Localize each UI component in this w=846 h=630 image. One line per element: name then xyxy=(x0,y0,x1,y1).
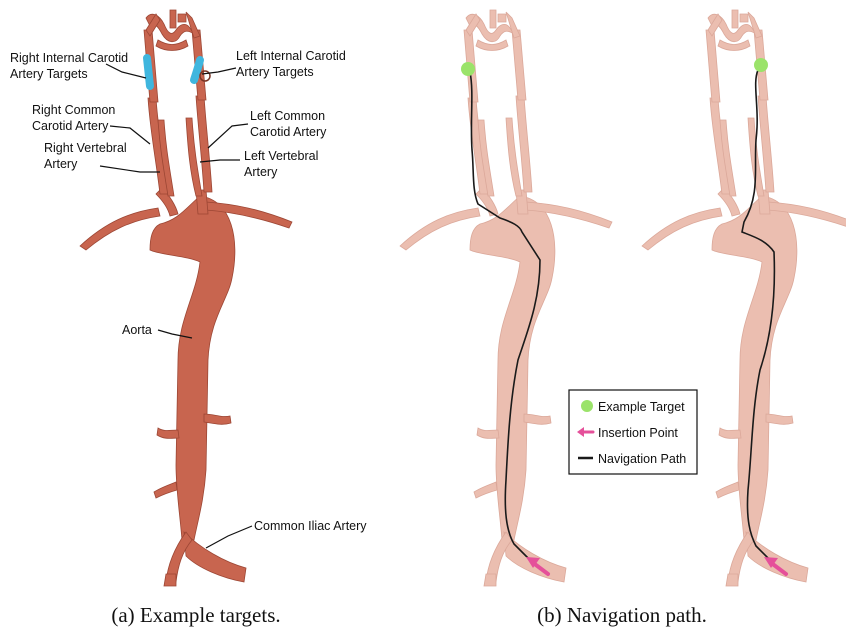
caption-b: (b) Navigation path. xyxy=(537,603,707,627)
legend-insertion-label: Insertion Point xyxy=(598,426,678,440)
label-left-cca: Left Common Carotid Artery xyxy=(250,109,329,139)
leader-iliac xyxy=(206,526,252,548)
label-right-cca: Right Common Carotid Artery xyxy=(32,103,119,133)
label-right-vert: Right Vertebral Artery xyxy=(44,141,130,171)
vessel-model-b-right xyxy=(642,10,846,586)
right-ica-target xyxy=(147,58,150,86)
panel-a: Right Internal Carotid Artery Targets Le… xyxy=(10,10,367,627)
legend-path-label: Navigation Path xyxy=(598,452,686,466)
legend-target-icon xyxy=(581,400,593,412)
label-left-vert: Left Vertebral Artery xyxy=(244,149,322,179)
caption-a: (a) Example targets. xyxy=(111,603,280,627)
example-target-point-1 xyxy=(461,62,475,76)
leader-right-vert xyxy=(100,166,160,172)
legend: Example Target Insertion Point Navigatio… xyxy=(569,390,697,474)
label-right-ica: Right Internal Carotid Artery Targets xyxy=(10,51,132,81)
leader-right-ica xyxy=(106,64,146,78)
panel-b: Example Target Insertion Point Navigatio… xyxy=(400,10,846,627)
label-aorta: Aorta xyxy=(122,323,152,337)
example-target-point-2 xyxy=(754,58,768,72)
leader-left-cca xyxy=(208,124,248,148)
label-iliac: Common Iliac Artery xyxy=(254,519,367,533)
vessel-model-a xyxy=(80,10,292,586)
legend-target-label: Example Target xyxy=(598,400,685,414)
label-left-ica: Left Internal Carotid Artery Targets xyxy=(236,49,349,79)
